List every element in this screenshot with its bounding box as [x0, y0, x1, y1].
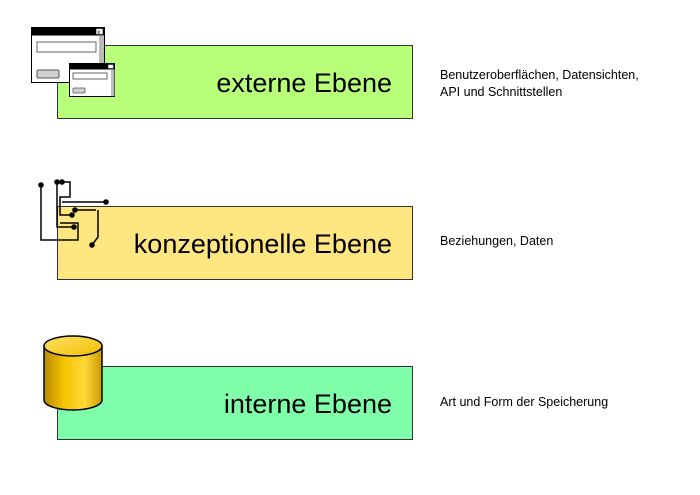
conceptual-layer-box: konzeptionelle Ebene [57, 206, 413, 280]
database-cylinder-icon [42, 334, 104, 417]
circuit-connections-icon [36, 175, 116, 260]
external-layer-description: Benutzeroberflächen, Datensichten, API u… [440, 67, 639, 101]
application-windows-icon: x [31, 27, 117, 104]
internal-layer-description: Art und Form der Speicherung [440, 394, 608, 411]
external-layer-label: externe Ebene [216, 68, 392, 98]
conceptual-layer-description: Beziehungen, Daten [440, 233, 553, 250]
conceptual-layer-label: konzeptionelle Ebene [133, 229, 392, 259]
conceptual-description-line-1: Beziehungen, Daten [440, 234, 554, 248]
external-description-line-1: Benutzeroberflächen, Datensichten, [440, 68, 639, 82]
internal-layer-label: interne Ebene [223, 389, 392, 419]
svg-text:x: x [97, 30, 100, 36]
external-layer-box: externe Ebene [57, 45, 413, 119]
internal-layer-box: interne Ebene [57, 366, 413, 440]
external-description-line-2: API und Schnittstellen [440, 85, 563, 99]
internal-description-line-1: Art und Form der Speicherung [440, 395, 609, 409]
